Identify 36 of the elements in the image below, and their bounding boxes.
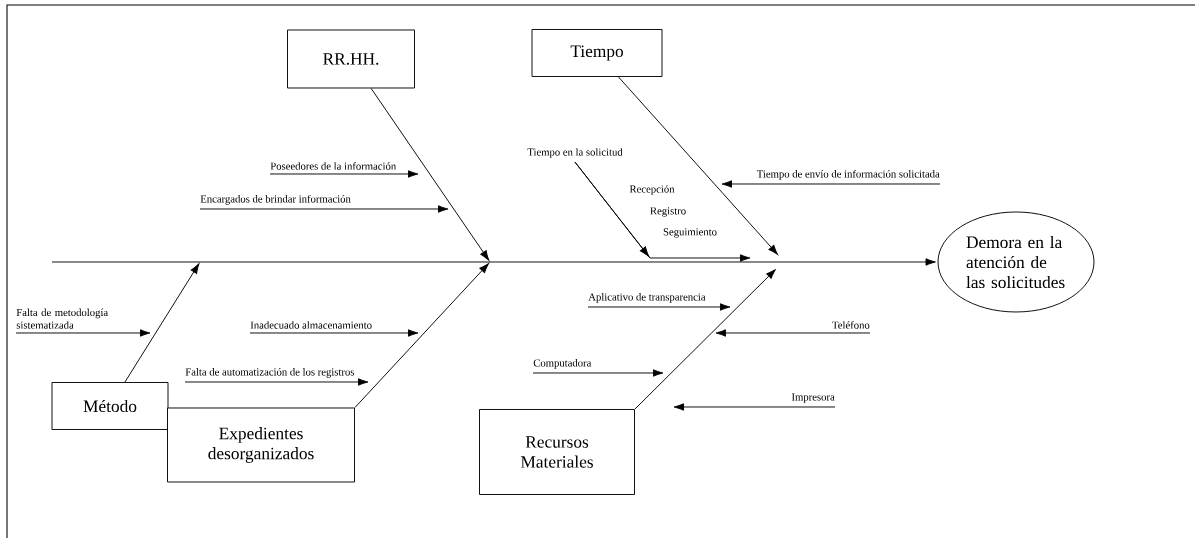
arrow [618, 76, 779, 255]
cause-label: Poseedores de la información [270, 162, 396, 170]
category-box: RR.HH. [287, 29, 415, 89]
arrow [673, 403, 836, 411]
cause-label: Falta de automatización de los registros [185, 368, 355, 378]
arrow [721, 180, 941, 188]
step-label: Registro [650, 207, 686, 217]
arrow [199, 205, 449, 213]
cause-label: Teléfono [832, 321, 870, 329]
cause-label: Falta de metodología sistematizada [16, 308, 108, 329]
arrow [370, 88, 490, 261]
cause-label: Computadora [533, 359, 592, 369]
arrow [634, 269, 776, 410]
category-box: Expedientes desorganizados [167, 407, 355, 483]
arrow [715, 329, 871, 337]
arrow [124, 263, 200, 383]
arrow [574, 161, 751, 262]
cause-label: Inadecuado almacenamiento [250, 321, 372, 329]
category-box: Recursos Materiales [479, 409, 635, 495]
arrow [51, 258, 936, 266]
step-label: Seguimiento [663, 228, 717, 238]
arrow [354, 263, 489, 408]
arrow [15, 329, 151, 337]
arrow [249, 329, 419, 337]
cause-label: Aplicativo de transparencia [588, 293, 706, 303]
arrow [587, 303, 731, 311]
cause-label: Impresora [791, 393, 835, 403]
cause-label: Tiempo en la solicitud [527, 148, 623, 158]
arrow [532, 369, 664, 377]
category-box: Método [51, 382, 169, 430]
category-box: Tiempo [531, 29, 663, 77]
arrow [184, 378, 369, 386]
arrow [269, 170, 419, 178]
cause-label: Encargados de brindar información [200, 194, 351, 205]
cause-label: Tiempo de envío de información solicitada [756, 169, 940, 180]
step-label: Recepción [629, 185, 675, 195]
